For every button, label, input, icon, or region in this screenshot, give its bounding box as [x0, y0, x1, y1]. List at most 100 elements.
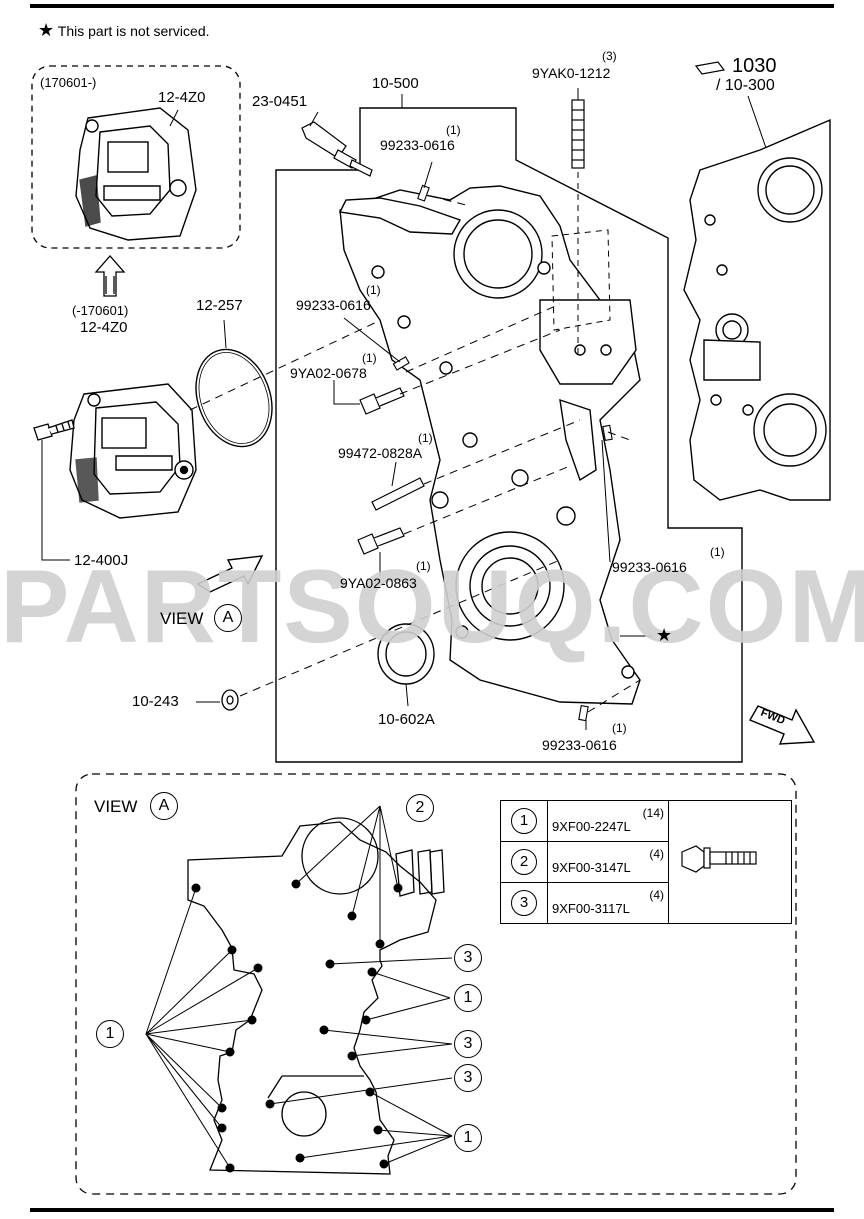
callout-1-b: 1	[454, 1124, 482, 1152]
label-99233-0616-a[interactable]: 99233-0616	[380, 137, 455, 153]
view-a-leader-line	[299, 1135, 453, 1159]
label-170601-before: (-170601)	[72, 303, 129, 318]
legend-num-cell: 3	[500, 882, 548, 924]
dashed-alignment-lines	[239, 195, 641, 713]
legend-num: 2	[511, 849, 537, 875]
legend-part-number[interactable]: 9XF00-3117L	[552, 901, 630, 917]
legend-part-cell: (14) 9XF00-2247L	[547, 800, 669, 842]
view-a-leader-line	[145, 967, 259, 1035]
legend-row: 2 (4) 9XF00-3147L	[500, 841, 792, 883]
legend-part-number[interactable]: 9XF00-2247L	[552, 819, 631, 835]
cover-frame	[275, 107, 743, 763]
view-a-leader-line	[329, 957, 453, 965]
label-9ya02-0863[interactable]: 9YA02-0863	[340, 575, 417, 591]
bottom-rule	[30, 1208, 834, 1212]
view-a-leader-line	[371, 971, 451, 999]
star-icon: ★	[38, 20, 55, 40]
legend-bolt-cell	[668, 800, 792, 924]
view-a-leader-line	[365, 997, 451, 1021]
label-12-4z0-upper[interactable]: 12-4Z0	[158, 89, 206, 106]
legend-part-number[interactable]: 9XF00-3147L	[552, 860, 631, 876]
label-23-0451[interactable]: 23-0451	[252, 93, 308, 110]
label-10-243[interactable]: 10-243	[132, 693, 179, 710]
view-direction-arrow-icon	[196, 555, 264, 593]
legend-qty: (14)	[642, 805, 664, 820]
view-a-leaders	[145, 805, 453, 1169]
view-a-leader-line	[369, 1091, 453, 1137]
qty-9ya02-0678: (1)	[362, 351, 377, 365]
label-99233-0616-b[interactable]: 99233-0616	[296, 297, 371, 313]
callout-1-c: 1	[96, 1020, 124, 1048]
transition-arrow-icon	[94, 255, 126, 297]
legend-part-cell: (4) 9XF00-3117L	[547, 882, 669, 924]
timing-cover-icon	[338, 185, 641, 705]
view-a-leader-line	[377, 1129, 453, 1137]
label-10-602a[interactable]: 10-602A	[378, 711, 435, 728]
view-a-frame	[75, 773, 797, 1195]
fwd-arrow-icon	[748, 705, 816, 745]
engine-block-icon	[683, 118, 831, 501]
view-a-leader-line	[295, 805, 381, 885]
label-99233-0616-d[interactable]: 99233-0616	[542, 737, 617, 753]
legend-row: 1 (14) 9XF00-2247L	[500, 800, 792, 924]
view-a-leader-line	[145, 1019, 253, 1035]
view-a-leader-line	[379, 805, 399, 889]
legend-part-cell: (4) 9XF00-3147L	[547, 841, 669, 883]
callout-3-a: 3	[454, 944, 482, 972]
washer-10-243-icon	[221, 689, 239, 711]
view-a-leader-line	[145, 1033, 223, 1129]
legend-num: 1	[511, 808, 537, 834]
callout-3-c: 3	[454, 1064, 482, 1092]
not-serviced-note: ★ This part is not serviced.	[38, 20, 210, 41]
vacuum-pump-lower-icon	[69, 383, 197, 519]
view-a-leader-line	[145, 887, 197, 1035]
label-1030[interactable]: 1030	[732, 55, 777, 77]
view-a-leader-line	[145, 1033, 231, 1169]
view-a-leader-line	[145, 949, 233, 1035]
view-a-leader-line	[269, 1077, 453, 1105]
label-10-500[interactable]: 10-500	[372, 75, 419, 92]
legend-num-cell: 2	[500, 841, 548, 883]
reference-book-icon	[694, 61, 726, 75]
view-a-leader-line	[145, 1033, 231, 1053]
label-170601-after: (170601-)	[40, 75, 97, 90]
label-12-400j[interactable]: 12-400J	[74, 552, 129, 569]
label-12-257[interactable]: 12-257	[196, 297, 243, 314]
legend-qty: (4)	[649, 846, 664, 861]
label-10-300[interactable]: / 10-300	[716, 77, 775, 94]
label-99233-0616-c[interactable]: 99233-0616	[612, 559, 687, 575]
bolt-9ya02-0863-icon	[357, 527, 405, 555]
pin-99472-0828a-icon	[371, 477, 425, 511]
view-a-leader-line	[145, 1033, 223, 1109]
view-letter-circle: A	[214, 604, 242, 632]
view-a-leader-line	[351, 805, 381, 917]
view-a-leader-line	[323, 1029, 453, 1045]
label-9ya02-0678[interactable]: 9YA02-0678	[290, 365, 367, 381]
label-99472-0828a[interactable]: 99472-0828A	[338, 445, 423, 461]
label-12-4z0-lower[interactable]: 12-4Z0	[80, 319, 128, 336]
stud-dashed-guides	[551, 172, 611, 356]
qty-99233-0616-d: (1)	[612, 721, 627, 735]
bolt-12-400j-icon	[33, 419, 75, 441]
qty-99233-0616-a: (1)	[446, 123, 461, 137]
sensor-23-0451-icon	[301, 121, 373, 177]
view-label: VIEW	[160, 609, 204, 628]
bolt-9ya02-0678-icon	[359, 387, 405, 415]
qty-99233-0616-c: (1)	[710, 545, 725, 559]
note-text: This part is not serviced.	[57, 23, 210, 39]
qty-9ya02-0863: (1)	[416, 559, 431, 573]
oil-seal-10-602a-icon	[377, 623, 435, 685]
view-a-title: VIEW	[94, 797, 138, 816]
callout-2: 2	[406, 794, 434, 822]
dowel-pins	[392, 184, 613, 722]
view-a-letter-circle: A	[150, 792, 178, 820]
legend-qty: (4)	[649, 887, 664, 902]
qty-99472-0828a: (1)	[418, 431, 433, 445]
top-rule	[30, 4, 834, 8]
not-serviced-star-icon: ★	[656, 625, 673, 645]
legend-row: 3 (4) 9XF00-3117L	[500, 882, 792, 924]
view-a-outline	[187, 817, 445, 1175]
label-9yak0-1212[interactable]: 9YAK0-1212	[532, 65, 611, 81]
